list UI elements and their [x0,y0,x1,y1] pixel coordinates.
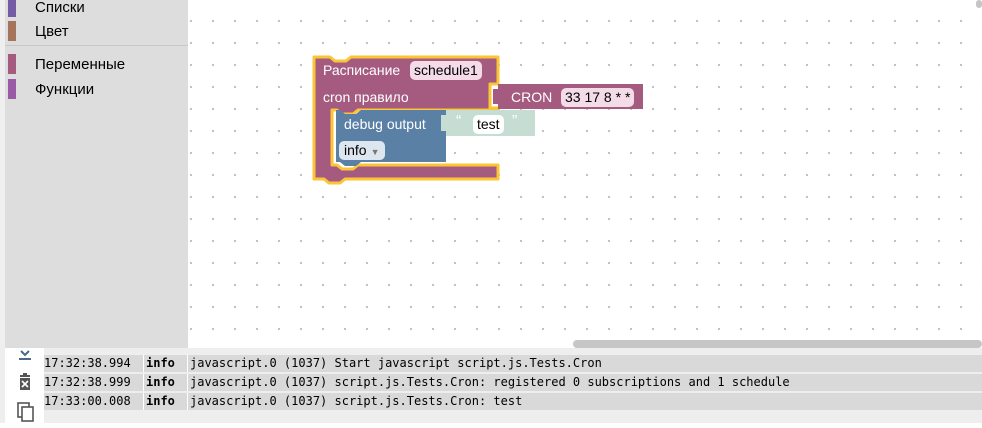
copy-icon[interactable] [14,401,36,422]
toolbox-separator [5,45,188,46]
category-label: Функции [35,80,95,98]
category-swatch [8,0,16,17]
toolbox-category-lists[interactable]: Списки [8,0,85,18]
log-level: info [143,374,190,391]
open-quote-icon: “ [456,113,462,130]
schedule-block-label: Расписание [323,62,401,78]
log-level: info [143,355,190,372]
trash-icon[interactable] [14,373,36,391]
dropdown-arrow-icon: ▼ [370,147,380,157]
log-time: 17:32:38.999 [44,375,131,389]
category-label: Цвет [35,22,69,40]
toolbox-category-variables[interactable]: Переменные [8,53,125,75]
category-swatch [8,54,16,74]
scroll-down-icon[interactable] [14,349,36,367]
text-value-field[interactable]: test [473,115,504,134]
log-row: 17:33:00.008 info javascript.0 (1037) sc… [44,393,982,410]
toolbox-category-functions[interactable]: Функции [8,78,94,100]
toolbox-category-color[interactable]: Цвет [8,20,69,42]
log-row: 17:32:38.999 info javascript.0 (1037) sc… [44,374,982,391]
category-label: Списки [35,0,85,16]
cron-block-label: CRON [511,89,553,105]
log-message: javascript.0 (1037) script.js.Tests.Cron… [187,393,982,410]
log-level: info [143,393,190,410]
log-message: javascript.0 (1037) Start javascript scr… [187,355,982,372]
category-label: Переменные [35,55,126,73]
category-swatch [8,79,16,99]
debug-output-label: debug output [344,116,426,132]
log-level-value: info [344,142,367,158]
workspace-vertical-scrollbar[interactable] [976,0,982,8]
close-quote-icon: ” [512,113,518,130]
arrow-down-graphic [19,350,31,360]
blockly-toolbox: Списки Цвет Переменные Функции [0,0,188,348]
copy-graphic [17,402,34,422]
block-canvas [312,55,643,185]
cron-expression-field[interactable]: 33 17 8 * * [561,88,635,107]
category-swatch [8,21,16,41]
log-level-dropdown[interactable]: info▼ [339,141,385,160]
trash-graphic [20,373,30,390]
log-message: javascript.0 (1037) script.js.Tests.Cron… [187,374,982,391]
log-time: 17:33:00.008 [44,394,131,408]
log-row: 17:32:38.994 info javascript.0 (1037) St… [44,355,982,372]
cron-rule-label: cron правило [323,89,409,105]
workspace-horizontal-scrollbar[interactable] [573,340,982,348]
toolbox-edge [0,0,5,348]
log-time: 17:32:38.994 [44,356,131,370]
schedule-name-field[interactable]: schedule1 [410,61,482,80]
